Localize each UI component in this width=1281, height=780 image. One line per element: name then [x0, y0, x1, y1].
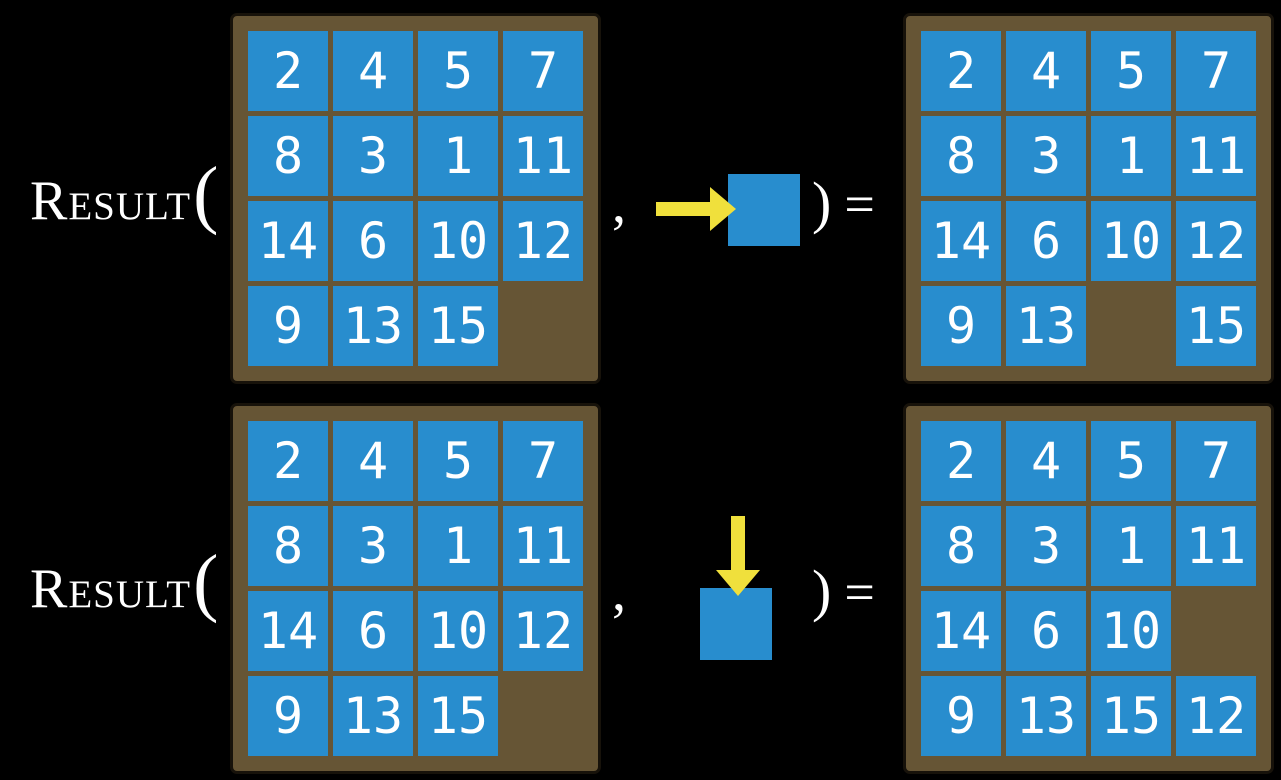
tile-12: 12	[503, 591, 583, 671]
comma: ,	[612, 173, 626, 235]
tile-8: 8	[921, 116, 1001, 196]
tile-5: 5	[418, 421, 498, 501]
tile-9: 9	[248, 676, 328, 756]
open-paren: (	[193, 152, 219, 236]
empty-cell	[1091, 286, 1171, 366]
tile-11: 11	[1176, 506, 1256, 586]
tile-14: 14	[921, 591, 1001, 671]
tile-12: 12	[503, 201, 583, 281]
close-paren-equals: ) =	[812, 174, 875, 232]
tile-8: 8	[921, 506, 1001, 586]
tile-5: 5	[418, 31, 498, 111]
tile-8: 8	[248, 116, 328, 196]
close-paren: )	[812, 558, 832, 623]
tile-10: 10	[1091, 201, 1171, 281]
tile-10: 10	[1091, 591, 1171, 671]
tile-11: 11	[1176, 116, 1256, 196]
empty-cell	[503, 676, 583, 756]
tile-6: 6	[1006, 591, 1086, 671]
move-right-arrow-icon	[656, 187, 736, 231]
tile-1: 1	[1091, 506, 1171, 586]
equals-sign: =	[844, 562, 875, 622]
tile-3: 3	[1006, 506, 1086, 586]
tile-3: 3	[333, 116, 413, 196]
result-function-label: Result(	[30, 156, 218, 232]
tile-4: 4	[333, 31, 413, 111]
tile-11: 11	[503, 116, 583, 196]
tile-11: 11	[503, 506, 583, 586]
tile-6: 6	[1006, 201, 1086, 281]
tile-15: 15	[418, 676, 498, 756]
tile-6: 6	[333, 201, 413, 281]
tile-1: 1	[1091, 116, 1171, 196]
tile-2: 2	[921, 31, 1001, 111]
tile-7: 7	[1176, 421, 1256, 501]
tile-13: 13	[333, 676, 413, 756]
tile-1: 1	[418, 506, 498, 586]
tile-12: 12	[1176, 201, 1256, 281]
open-paren: (	[193, 540, 219, 624]
tile-6: 6	[333, 591, 413, 671]
comma: ,	[612, 561, 626, 623]
tile-8: 8	[248, 506, 328, 586]
action-tile	[700, 588, 772, 660]
tile-5: 5	[1091, 421, 1171, 501]
close-paren: )	[812, 170, 832, 235]
tile-15: 15	[1091, 676, 1171, 756]
tile-4: 4	[1006, 421, 1086, 501]
equals-sign: =	[844, 174, 875, 234]
tile-3: 3	[1006, 116, 1086, 196]
move-down-arrow-icon	[716, 516, 760, 596]
tile-13: 13	[1006, 286, 1086, 366]
tile-7: 7	[1176, 31, 1256, 111]
function-name: Result	[30, 170, 192, 232]
tile-2: 2	[921, 421, 1001, 501]
tile-15: 15	[1176, 286, 1256, 366]
tile-10: 10	[418, 591, 498, 671]
tile-3: 3	[333, 506, 413, 586]
tile-12: 12	[1176, 676, 1256, 756]
tile-13: 13	[333, 286, 413, 366]
empty-cell	[1176, 591, 1256, 671]
function-name: Result	[30, 558, 192, 620]
result-function-label: Result(	[30, 544, 218, 620]
tile-13: 13	[1006, 676, 1086, 756]
close-paren-equals: ) =	[812, 562, 875, 620]
tile-9: 9	[248, 286, 328, 366]
tile-9: 9	[921, 676, 1001, 756]
empty-cell	[503, 286, 583, 366]
tile-4: 4	[333, 421, 413, 501]
tile-2: 2	[248, 31, 328, 111]
tile-15: 15	[418, 286, 498, 366]
tile-1: 1	[418, 116, 498, 196]
tile-5: 5	[1091, 31, 1171, 111]
tile-14: 14	[248, 591, 328, 671]
tile-4: 4	[1006, 31, 1086, 111]
action-tile	[728, 174, 800, 246]
tile-10: 10	[418, 201, 498, 281]
tile-9: 9	[921, 286, 1001, 366]
tile-14: 14	[921, 201, 1001, 281]
tile-14: 14	[248, 201, 328, 281]
tile-7: 7	[503, 421, 583, 501]
tile-2: 2	[248, 421, 328, 501]
tile-7: 7	[503, 31, 583, 111]
